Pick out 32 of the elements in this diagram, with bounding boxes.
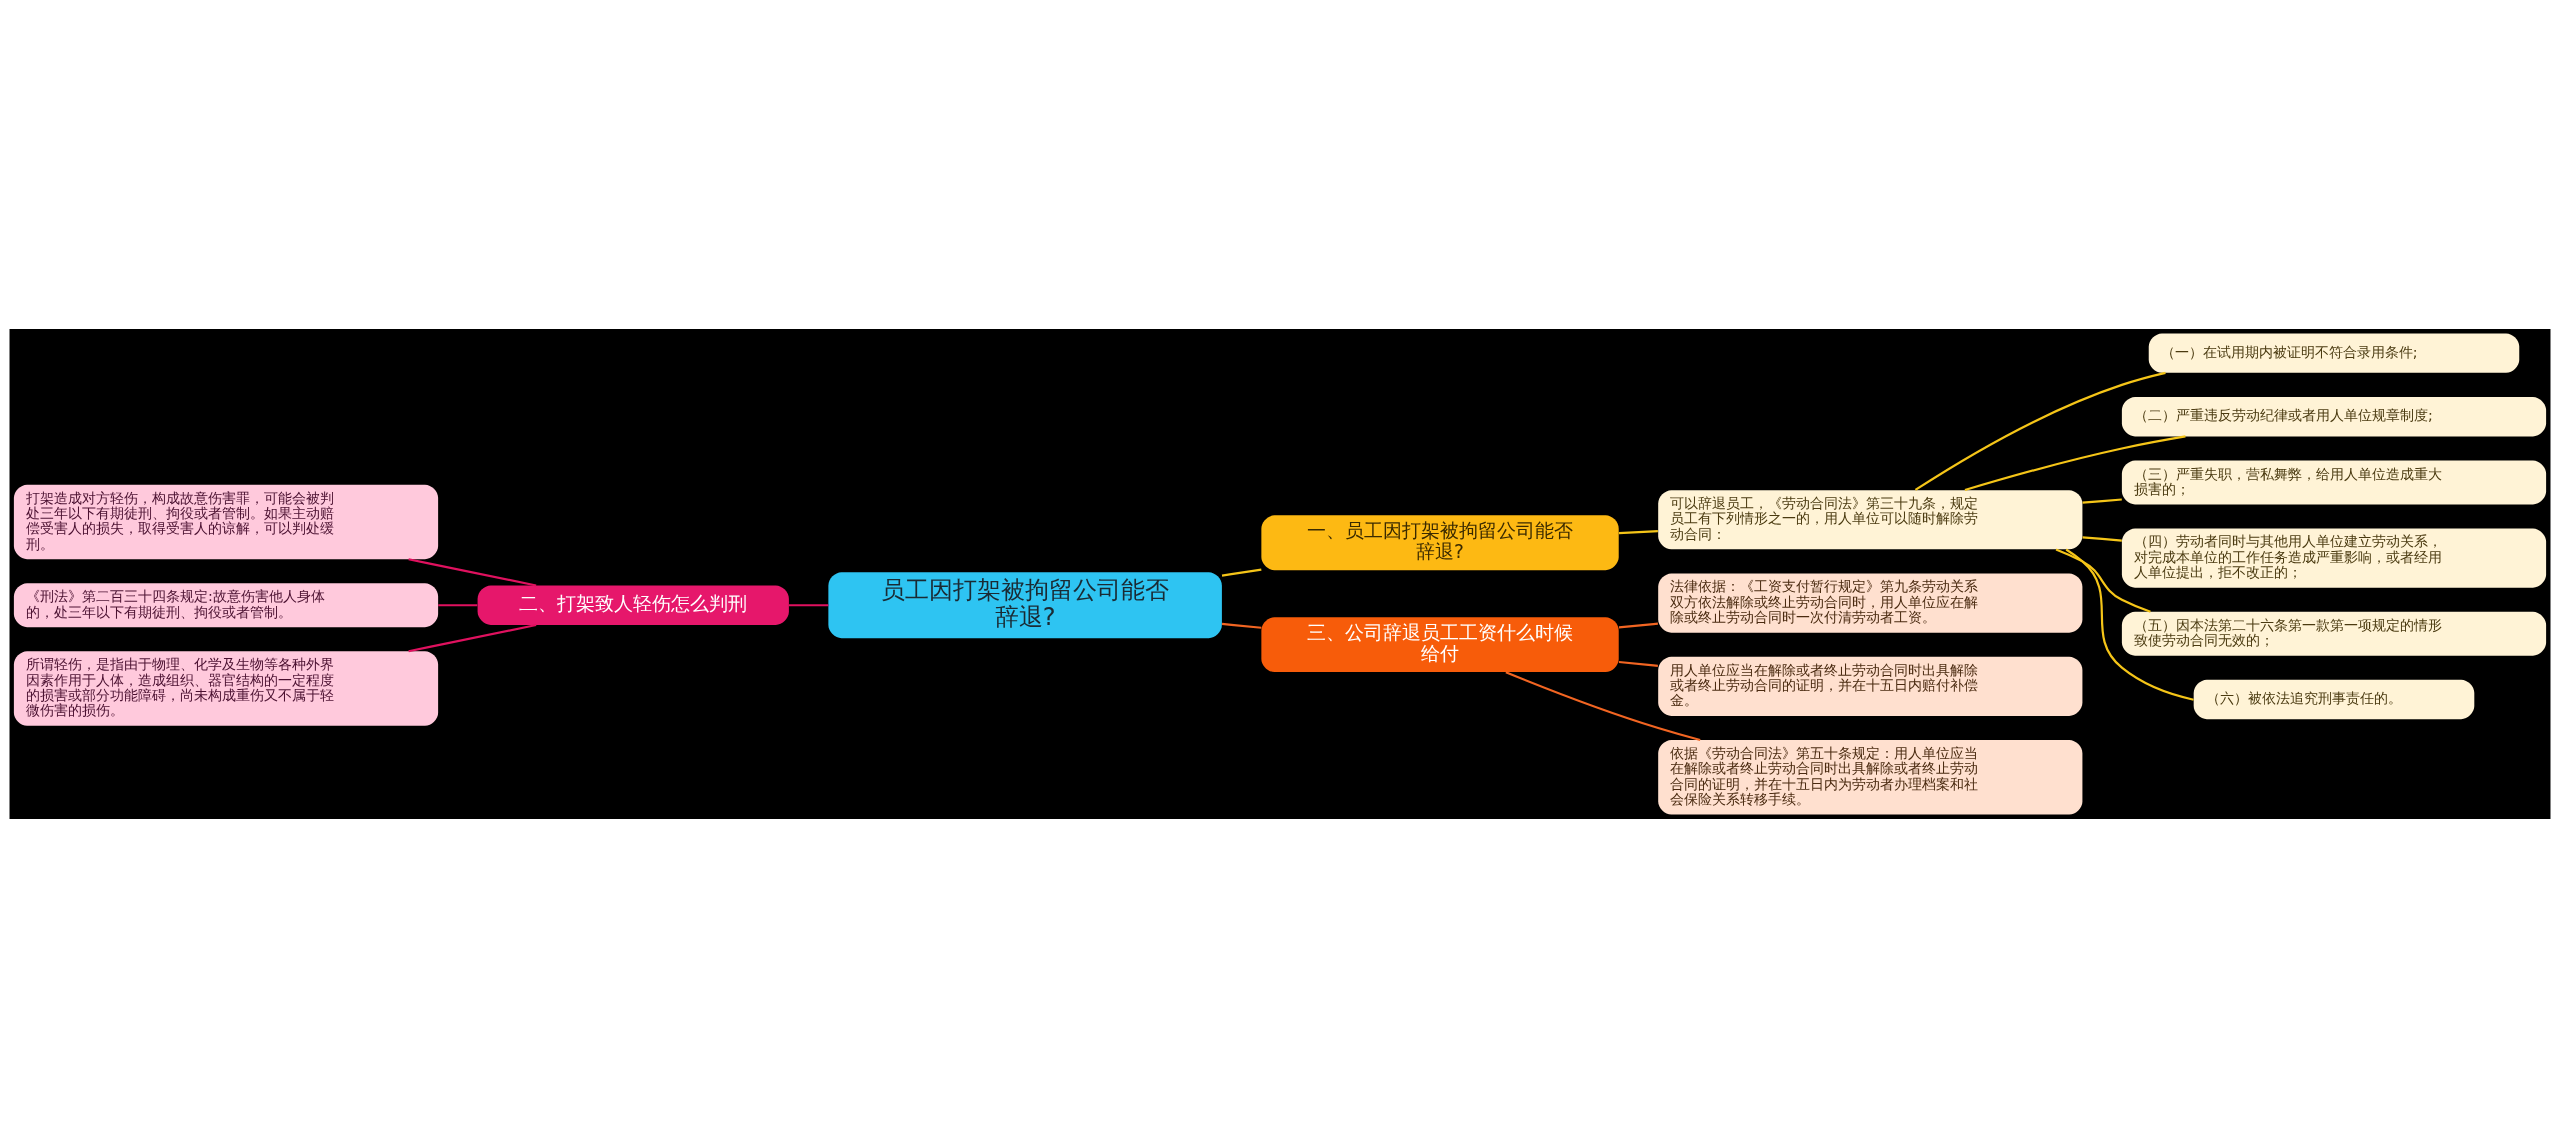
node-box: 一、员工因打架被拘留公司能否辞退? <box>1261 514 1619 570</box>
connector <box>1618 529 1658 534</box>
node-box: 二、打架致人轻伤怎么判刑 <box>477 585 789 625</box>
node-box: 员工因打架被拘留公司能否辞退? <box>828 571 1222 638</box>
connector <box>1618 660 1658 667</box>
connector <box>2082 497 2122 504</box>
node-box: 可以辞退员工，《劳动合同法》第三十九条，规定员工有下列情形之一的，用人单位可以随时解除劳动合同： <box>1658 489 2083 549</box>
connector <box>788 603 829 606</box>
node-box: （六）被依法追究刑事责任的。 <box>2193 679 2475 719</box>
node-box: （五）因本法第二十六条第一款第一项规定的情形致使劳动合同无效的； <box>2121 611 2547 656</box>
connector <box>2082 535 2122 542</box>
node-box: （二）严重违反劳动纪律或者用人单位规章制度; <box>2121 396 2547 436</box>
connector <box>1618 622 1658 628</box>
connector <box>2065 548 2194 701</box>
node-box: 所谓轻伤，是指由于物理、化学及生物等各种外界因素作用于人体，造成组织、器官结构的一定程度的损害或部分功能障碍，尚未构成重伤又不属于轻微伤害的损伤。 <box>13 650 439 726</box>
node-box: 三、公司辞退员工工资什么时候给付 <box>1261 616 1619 672</box>
node-box: （一）在试用期内被证明不符合录用条件; <box>2148 332 2520 373</box>
connector <box>1221 622 1262 629</box>
connector <box>408 623 537 652</box>
connector <box>1914 371 2166 491</box>
node-box: （四）劳动者同时与其他用人单位建立劳动关系，对完成本单位的工作任务造成严重影响，或者经用人单位提出，拒不改正的； <box>2121 528 2547 588</box>
node-box: 《刑法》第二百三十四条规定:故意伤害他人身体的，处三年以下有期徒刑、拘役或者管制。 <box>13 582 439 627</box>
connector <box>438 603 478 606</box>
connector <box>2055 547 2151 613</box>
connector <box>1505 670 1701 741</box>
node-box: 用人单位应当在解除或者终止劳动合同时出具解除或者终止劳动合同的证明，并在十五日内赔付补偿金。 <box>1658 656 2083 716</box>
connector <box>408 557 537 587</box>
node-box: 依据《劳动合同法》第五十条规定：用人单位应当在解除或者终止劳动合同时出具解除或者终止劳动合同的证明，并在十五日内为劳动者办理档案和社会保险关系转移手续。 <box>1658 739 2083 815</box>
node-box: 法律依据：《工资支付暂行规定》第九条劳动关系双方依法解除或终止劳动合同时，用人单位应在解除或终止劳动合同时一次付清劳动者工资。 <box>1658 572 2083 633</box>
node-box: 打架造成对方轻伤，构成故意伤害罪，可能会被判处三年以下有期徒刑、拘役或者管制。如果主动赔偿受害人的损失，取得受害人的谅解，可以判处缓刑。 <box>13 484 439 559</box>
node-box: （三）严重失职，营私舞弊，给用人单位造成重大损害的； <box>2121 460 2547 504</box>
connector <box>1221 568 1262 577</box>
